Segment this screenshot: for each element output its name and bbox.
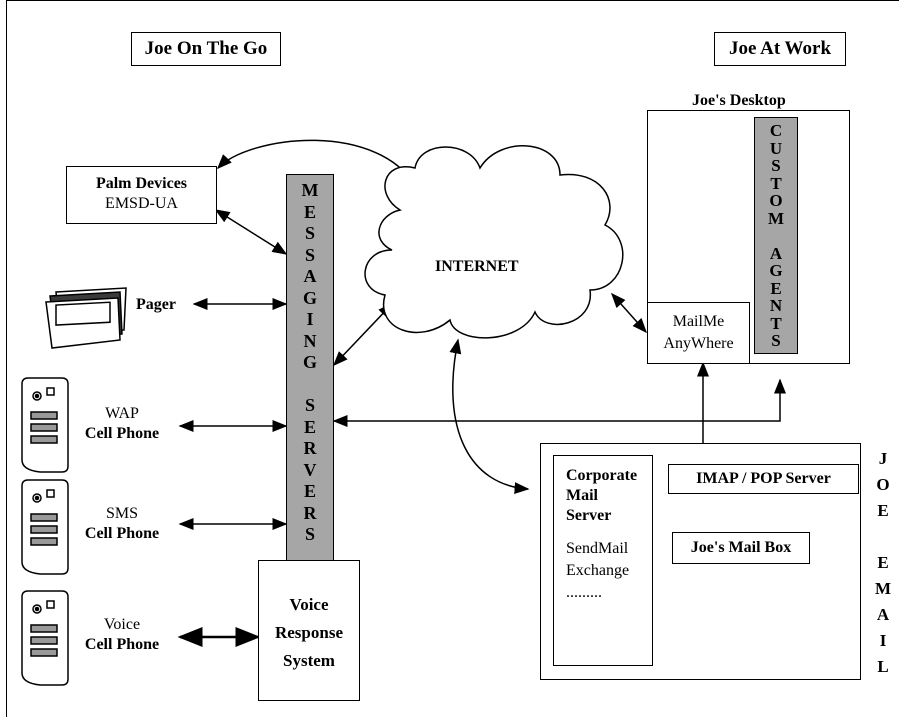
vrs-line3: System <box>283 651 335 670</box>
custom-agents-letter: N <box>769 296 783 315</box>
joe-email-letter: I <box>879 631 887 650</box>
custom-agents-letter: S <box>771 331 781 350</box>
messaging-servers-letter: S <box>304 244 315 265</box>
custom-agents-letter: C <box>769 121 783 140</box>
messaging-servers-letter: S <box>304 524 315 544</box>
messaging-servers-bar <box>286 174 334 562</box>
joe-email-letter: J <box>878 449 888 468</box>
corp-line6: ......... <box>566 584 602 601</box>
messaging-servers-letter: I <box>306 309 314 329</box>
voice-label: Voice Cell Phone <box>74 615 170 655</box>
vrs-line1: Voice <box>289 595 329 614</box>
messaging-servers-letter: N <box>303 330 317 351</box>
messaging-servers-letter: G <box>302 352 317 372</box>
messaging-servers-letter: R <box>303 502 317 523</box>
corp-line1: Corporate <box>566 467 638 484</box>
desktop-label: Joe's Desktop <box>692 92 786 109</box>
internet-corporate-arrow <box>449 338 530 495</box>
wap-label: WAP Cell Phone <box>74 404 170 444</box>
palm-messaging-arrow <box>214 209 288 255</box>
messaging-servers-letter: E <box>303 481 316 501</box>
joe-email-letter: O <box>876 475 890 494</box>
messaging-servers-letter: M <box>301 180 319 200</box>
corp-line4: SendMail <box>566 540 629 557</box>
internet-cloud <box>364 145 624 339</box>
corporate-mail-server-box: Corporate Mail Server SendMail Exchange … <box>553 455 653 666</box>
vrs-line2: Response <box>274 623 343 642</box>
messaging-servers-letter: S <box>304 223 315 243</box>
custom-agents-letter: A <box>769 243 783 263</box>
custom-agents-letter <box>774 227 778 245</box>
wap-line1: WAP <box>105 405 139 422</box>
voice-line2: Cell Phone <box>84 636 160 653</box>
joes-mail-box: Joe's Mail Box <box>672 532 810 564</box>
custom-agents-letter: U <box>769 138 783 158</box>
palm-title: Palm Devices <box>95 175 188 192</box>
messaging-servers-letter: E <box>303 416 316 437</box>
joe-email-letter: M <box>874 579 892 598</box>
custom-agents-letter: M <box>767 208 785 228</box>
messaging-agents-arrow <box>332 378 786 427</box>
custom-agents-letter: O <box>769 191 783 210</box>
custom-agents-bar <box>754 117 798 354</box>
messaging-servers-letter: V <box>303 459 317 480</box>
mailme-line1: MailMe <box>672 313 725 330</box>
custom-agents-letter: T <box>770 173 782 193</box>
wap-phone-icon <box>21 377 69 473</box>
joe-email-letter: L <box>877 657 889 676</box>
corp-line3: Server <box>566 507 612 524</box>
palm-subtitle: EMSD-UA <box>105 195 178 212</box>
custom-agents-letter: G <box>769 261 783 280</box>
joe-email-letter: A <box>876 605 890 624</box>
custom-agents-letter: T <box>770 313 782 333</box>
sms-phone-icon <box>21 479 69 575</box>
custom-agents-letter: S <box>771 156 781 175</box>
messaging-servers-letter: G <box>302 287 317 308</box>
messaging-servers-letter: E <box>303 201 316 222</box>
joe-email-letter: E <box>877 553 889 572</box>
joe-email-letter: E <box>877 501 889 520</box>
voice-response-system-box: Voice Response System <box>258 560 360 701</box>
mailme-line2: AnyWhere <box>663 335 734 352</box>
joe-at-work-title: Joe At Work <box>714 32 846 66</box>
sms-label: SMS Cell Phone <box>74 504 170 544</box>
joe-on-the-go-title: Joe On The Go <box>131 32 281 66</box>
internet-mailme-arrow <box>610 292 648 334</box>
internet-label: INTERNET <box>435 258 519 275</box>
voice-line1: Voice <box>103 616 141 633</box>
custom-agents-letter: E <box>770 278 782 298</box>
voice-phone-icon <box>21 590 69 686</box>
sms-line2: Cell Phone <box>84 525 160 542</box>
wap-line2: Cell Phone <box>84 425 160 442</box>
palm-devices-box: Palm Devices EMSD-UA <box>66 166 217 224</box>
corp-line2: Mail <box>566 487 598 504</box>
imap-pop-server-box: IMAP / POP Server <box>668 464 859 494</box>
messaging-servers-letter: R <box>303 438 317 458</box>
diagram-frame <box>6 0 899 717</box>
pager-icon <box>45 287 127 349</box>
mailme-anywhere-box: MailMe AnyWhere <box>647 302 750 364</box>
pager-label: Pager <box>136 296 176 313</box>
messaging-internet-arrow <box>332 302 394 367</box>
messaging-servers-letter: S <box>304 395 315 415</box>
sms-line1: SMS <box>105 505 139 522</box>
corp-line5: Exchange <box>566 562 630 579</box>
messaging-servers-letter <box>308 374 313 396</box>
messaging-servers-letter: A <box>303 266 317 286</box>
joe-email-letter <box>881 524 885 550</box>
